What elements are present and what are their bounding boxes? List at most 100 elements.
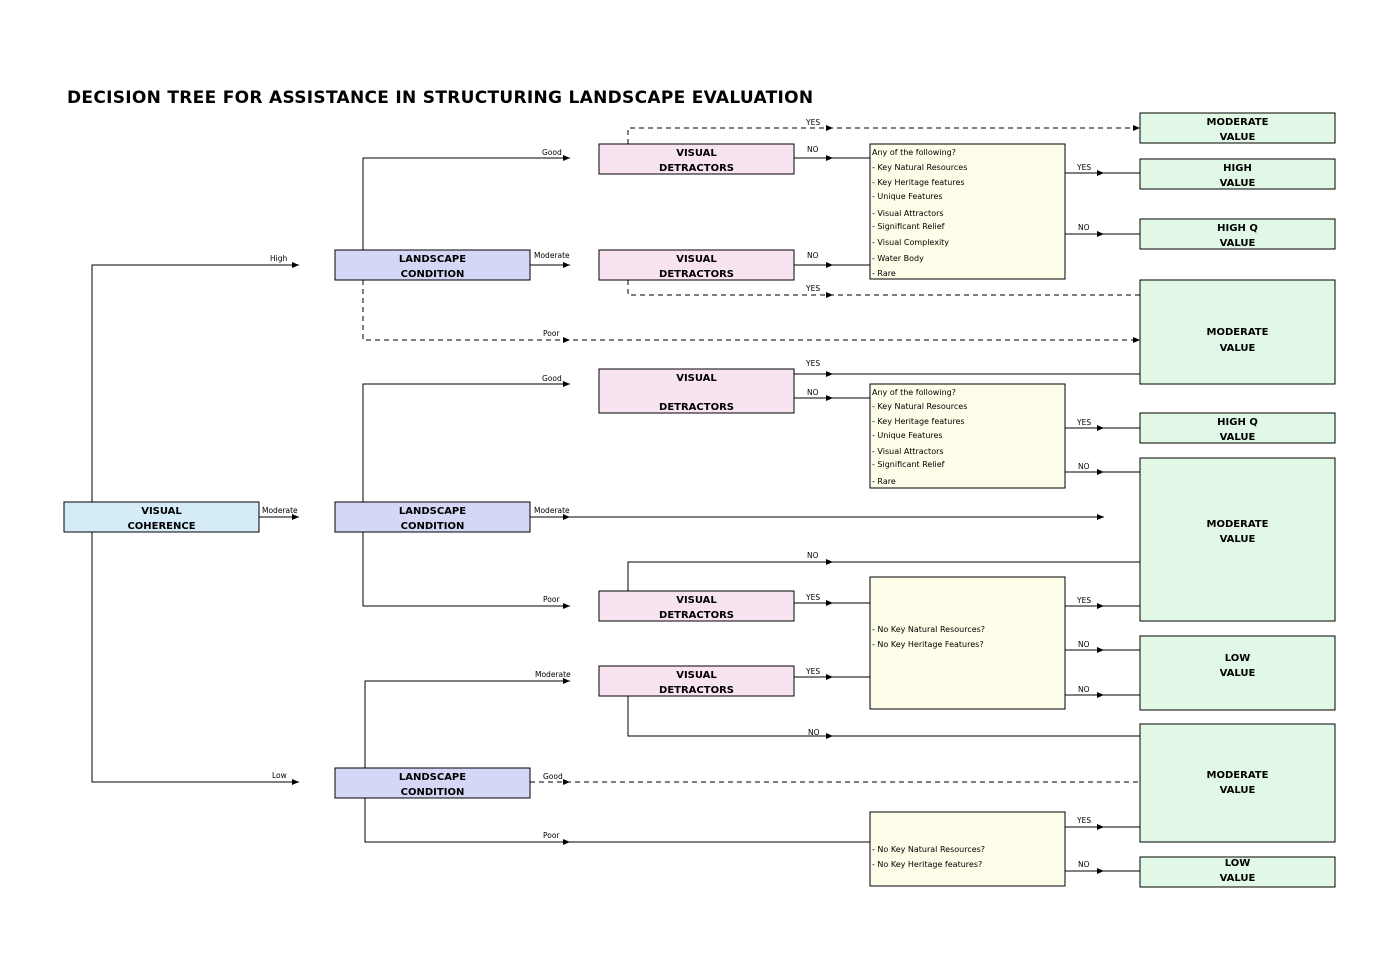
- arrow-head: [563, 155, 570, 161]
- edge-label: YES: [1076, 418, 1091, 427]
- landscape-condition-low-node-label-1: LANDSCAPE: [399, 772, 466, 783]
- edge-label: High: [270, 254, 287, 263]
- edge-label: NO: [1078, 462, 1090, 471]
- arrow-head: [1097, 425, 1104, 431]
- arrow-head: [563, 337, 570, 343]
- value-node-5-label-2: VALUE: [1220, 432, 1256, 443]
- connector-line: [364, 798, 870, 843]
- question-box-1-line-4: - Unique Features: [872, 192, 943, 201]
- connector-line: [627, 696, 1140, 737]
- arrow-head: [1133, 125, 1140, 131]
- arrow-head: [563, 678, 570, 684]
- visual-detractors-node-4-label-1: VISUAL: [676, 595, 717, 606]
- value-node-4-label-2: VALUE: [1220, 343, 1256, 354]
- arrow-head: [563, 514, 570, 520]
- visual-detractors-node-1-label-1: VISUAL: [676, 148, 717, 159]
- question-box-2-line-5: - Visual Attractors: [872, 447, 944, 456]
- arrow-head: [826, 292, 833, 298]
- edge-label: NO: [1078, 860, 1090, 869]
- edge-label: YES: [1076, 596, 1091, 605]
- question-box-2-line-7: - Rare: [872, 477, 896, 486]
- value-node-5: [1139, 412, 1336, 444]
- edge-label: YES: [805, 667, 820, 676]
- arrow-head: [1097, 231, 1104, 237]
- arrow-head: [1097, 170, 1104, 176]
- edge-label: Moderate: [535, 670, 571, 679]
- question-box-1-line-2: - Key Natural Resources: [872, 163, 967, 172]
- question-box-2-line-1: Any of the following?: [872, 388, 956, 397]
- landscape-condition-high-node-label-1: LANDSCAPE: [399, 254, 466, 265]
- arrow-head: [826, 559, 833, 565]
- arrow-head: [1097, 868, 1104, 874]
- edge-label: Moderate: [262, 506, 298, 515]
- landscape-condition-moderate-node-label-2: CONDITION: [401, 521, 465, 532]
- landscape-condition-high-node: [334, 249, 531, 281]
- question-box-1-line-7: - Visual Complexity: [872, 238, 949, 247]
- edge-label: NO: [807, 251, 819, 260]
- edge-label: YES: [805, 593, 820, 602]
- question-box-4-line-1: - No Key Natural Resources?: [872, 845, 985, 854]
- value-node-3-label-1: HIGH Q: [1217, 223, 1258, 234]
- edge-label: NO: [807, 551, 819, 560]
- arrow-head: [292, 262, 299, 268]
- value-node-9-label-1: LOW: [1225, 858, 1251, 869]
- question-box-4-line-2: - No Key Heritage features?: [872, 860, 982, 869]
- question-box-1-line-8: - Water Body: [872, 254, 924, 263]
- arrow-head: [1097, 514, 1104, 520]
- value-node-8-label-1: MODERATE: [1207, 770, 1269, 781]
- connector-line: [364, 680, 570, 768]
- arrow-head: [292, 779, 299, 785]
- edge-label: Moderate: [534, 251, 570, 260]
- edge-label: NO: [807, 388, 819, 397]
- value-node-8-label-2: VALUE: [1220, 785, 1256, 796]
- connector-line: [627, 561, 1140, 591]
- edge-label: Good: [542, 374, 562, 383]
- visual-detractors-node-2: [598, 249, 795, 281]
- edge-label: YES: [805, 118, 820, 127]
- arrow-head: [1097, 824, 1104, 830]
- visual-detractors-node-2-label-2: DETRACTORS: [659, 269, 734, 280]
- value-node-4-label-1: MODERATE: [1207, 327, 1269, 338]
- visual-detractors-node-4-label-2: DETRACTORS: [659, 610, 734, 621]
- question-box-1-line-6: - Significant Relief: [872, 222, 945, 231]
- question-box-2-line-4: - Unique Features: [872, 431, 943, 440]
- edge-label: Poor: [543, 595, 560, 604]
- arrow-head: [826, 371, 833, 377]
- arrow-head: [563, 603, 570, 609]
- visual-detractors-node-1-label-2: DETRACTORS: [659, 163, 734, 174]
- question-box-2: [869, 383, 1066, 489]
- value-node-4: [1139, 279, 1336, 385]
- question-box-1-line-5: - Visual Attractors: [872, 209, 944, 218]
- value-node-7-label-2: VALUE: [1220, 668, 1256, 679]
- visual-detractors-node-3: [598, 368, 795, 414]
- arrow-head: [826, 155, 833, 161]
- edge-label: NO: [1078, 640, 1090, 649]
- value-node-2: [1139, 158, 1336, 190]
- question-box-1-line-3: - Key Heritage features: [872, 178, 965, 187]
- edge-label: Poor: [543, 831, 560, 840]
- edge-label: Low: [272, 771, 287, 780]
- landscape-condition-moderate-node-label-1: LANDSCAPE: [399, 506, 466, 517]
- arrow-head: [1097, 469, 1104, 475]
- value-node-5-label-1: HIGH Q: [1217, 417, 1258, 428]
- edge-label: YES: [1076, 163, 1091, 172]
- arrow-head: [563, 779, 570, 785]
- edge-label: NO: [1078, 223, 1090, 232]
- question-box-3: [869, 576, 1066, 710]
- arrow-head: [563, 262, 570, 268]
- question-box-4: [869, 811, 1066, 887]
- question-box-1-line-1: Any of the following?: [872, 148, 956, 157]
- edge-label: YES: [805, 284, 820, 293]
- edge-label: Poor: [543, 329, 560, 338]
- value-node-3-label-2: VALUE: [1220, 238, 1256, 249]
- arrow-head: [826, 600, 833, 606]
- landscape-condition-low-node: [334, 767, 531, 799]
- value-node-1-label-1: MODERATE: [1207, 117, 1269, 128]
- visual-detractors-node-5-label-2: DETRACTORS: [659, 685, 734, 696]
- arrow-head: [1133, 337, 1140, 343]
- arrow-head: [826, 395, 833, 401]
- value-node-3: [1139, 218, 1336, 250]
- edge-label: Good: [542, 148, 562, 157]
- arrow-head: [563, 381, 570, 387]
- question-box-1-line-9: - Rare: [872, 269, 896, 278]
